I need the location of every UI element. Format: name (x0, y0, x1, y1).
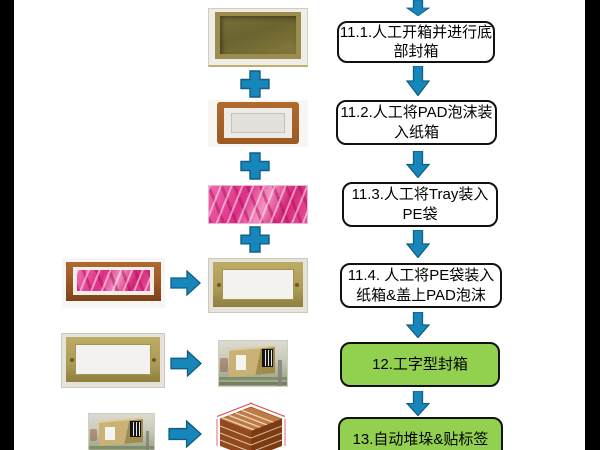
flow-step-11-1: 11.1.人工开箱并进行底 部封箱 (337, 21, 495, 63)
carton-hole (295, 283, 299, 288)
conveyor-post (145, 430, 150, 450)
conveyor-rail (89, 446, 154, 449)
pad-foam (75, 344, 151, 375)
arrow-right-icon (170, 350, 202, 377)
right-letterbox-bar (585, 0, 600, 450)
background-blur (220, 358, 228, 372)
carton-with-foam-top-photo-2 (61, 333, 165, 388)
arrow-right-icon (168, 420, 202, 448)
left-letterbox-bar (0, 0, 14, 450)
flow-step-13: 13.自动堆垛&贴标签 (338, 417, 503, 450)
carton-hole (70, 358, 74, 363)
arrow-down-icon (406, 66, 430, 96)
arrow-down-icon (406, 151, 430, 178)
plus-icon (240, 70, 270, 98)
arrow-down-icon (406, 0, 430, 16)
flow-step-label: 11.4. 人工将PE袋装入 纸箱&盖上PAD泡沫 (347, 267, 495, 304)
shipping-label (105, 426, 115, 440)
foam-recess (231, 113, 285, 133)
flow-step-11-3: 11.3.人工将Tray装入 PE袋 (342, 182, 498, 227)
flow-step-11-4: 11.4. 人工将PE袋装入 纸箱&盖上PAD泡沫 (340, 263, 502, 308)
conveyor-rail (219, 377, 287, 381)
conveyor-post (278, 359, 283, 386)
pad-foam (222, 269, 294, 300)
carton-with-foam-top-photo (208, 258, 308, 313)
shipping-label (236, 355, 247, 370)
flow-step-label: 11.1.人工开箱并进行底 部封箱 (339, 23, 493, 61)
flow-step-12: 12.工字型封箱 (340, 342, 500, 387)
sealed-carton-on-conveyor-photo-2 (88, 413, 155, 450)
carton-hole (217, 283, 221, 288)
pallet-stack-render (215, 402, 288, 450)
carton-interior (220, 16, 296, 54)
background-blur (90, 429, 98, 442)
pe-bag (77, 270, 150, 291)
carton-hole (152, 358, 156, 363)
sealed-carton-on-conveyor-photo (218, 340, 288, 387)
flow-step-label: 12.工字型封箱 (372, 355, 468, 373)
arrow-down-icon (406, 391, 430, 416)
pink-pe-bag-photo (208, 185, 308, 224)
plus-icon (240, 226, 270, 253)
carton-with-pad-foam-photo (208, 100, 308, 147)
pe-bag-inside-carton-photo (62, 258, 165, 308)
flow-step-11-2: 11.2.人工将PAD泡沫装 入纸箱 (336, 100, 497, 145)
plus-icon (240, 152, 270, 180)
arrow-down-icon (406, 230, 430, 258)
flow-step-label: 11.3.人工将Tray装入 PE袋 (351, 186, 489, 223)
arrow-right-icon (170, 270, 201, 296)
barcode-label (129, 421, 141, 438)
flow-step-label: 11.2.人工将PAD泡沫装 入纸箱 (340, 104, 493, 141)
flow-step-label: 13.自动堆垛&贴标签 (352, 431, 489, 449)
arrow-down-icon (406, 312, 430, 338)
conveyor-rail (219, 382, 287, 385)
open-empty-carton-photo (208, 8, 308, 67)
barcode-label (261, 349, 274, 368)
